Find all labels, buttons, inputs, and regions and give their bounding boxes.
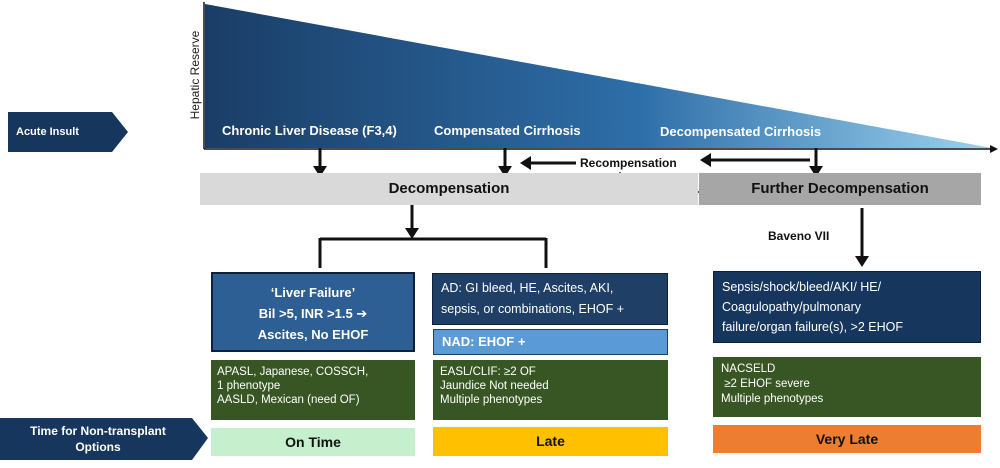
time-label: Time for Non-transplant Options	[4, 423, 192, 455]
timing-on-time: On Time	[211, 428, 415, 456]
criteria-box-1: APASL, Japanese, COSSCH, 1 phenotype AAS…	[211, 360, 415, 420]
sepsis-box-line-1: Sepsis/shock/bleed/AKI/ HE/	[722, 280, 882, 294]
hepatic-reserve-triangle	[205, 4, 992, 148]
time-label-chevron	[0, 418, 208, 460]
timing-very-late: Very Late	[713, 425, 981, 453]
criteria-1-line-2: 1 phenotype	[217, 380, 281, 392]
further-decompensation-bar: Further Decompensation	[699, 173, 981, 205]
time-label-line-2: Options	[75, 440, 121, 454]
liver-failure-title: ‘Liver Failure’	[270, 285, 356, 300]
criteria-3-line-2: ≥2 EHOF severe	[721, 378, 810, 390]
criteria-3-line-3: Multiple phenotypes	[721, 393, 824, 405]
criteria-box-3: NACSELD ≥2 EHOF severe Multiple phenotyp…	[713, 357, 981, 417]
timing-late: Late	[433, 427, 668, 456]
stage-chronic-liver-disease: Chronic Liver Disease (F3,4)	[222, 123, 397, 138]
ad-box: AD: GI bleed, HE, Ascites, AKI, sepsis, …	[432, 273, 668, 325]
time-label-line-1: Time for Non-transplant	[30, 424, 166, 438]
liver-failure-line-3: Ascites, No EHOF	[257, 327, 369, 342]
ad-box-line-1: AD: GI bleed, HE, Ascites, AKI,	[441, 281, 614, 295]
acute-insult-label: Acute Insult	[16, 126, 79, 138]
nad-box: NAD: EHOF +	[433, 329, 668, 355]
recompensation-label: Recompensation	[580, 156, 677, 170]
criteria-2-line-2: Jaundice Not needed	[440, 380, 549, 392]
ad-box-line-2: sepsis, or combinations, EHOF +	[441, 302, 625, 316]
criteria-2-line-1: EASL/CLIF: ≥2 OF	[440, 366, 536, 378]
criteria-box-2: EASL/CLIF: ≥2 OF Jaundice Not needed Mul…	[433, 360, 668, 420]
decompensation-bar: Decompensation	[200, 173, 698, 205]
hepatic-reserve-label: Hepatic Reserve	[188, 30, 202, 120]
criteria-1-line-1: APASL, Japanese, COSSCH,	[217, 366, 369, 378]
sepsis-box: Sepsis/shock/bleed/AKI/ HE/ Coagulopathy…	[713, 271, 981, 343]
liver-failure-line-2: Bil >5, INR >1.5 ➔	[258, 306, 368, 321]
decompensation-label: Decompensation	[388, 180, 510, 197]
criteria-2-line-3: Multiple phenotypes	[440, 394, 543, 406]
liver-failure-box: ‘Liver Failure’ Bil >5, INR >1.5 ➔ Ascit…	[211, 272, 415, 352]
stage-compensated-cirrhosis: Compensated Cirrhosis	[434, 123, 581, 138]
baveno-label: Baveno VII	[768, 229, 830, 243]
acute-insult-chevron	[8, 112, 128, 152]
further-decompensation-label: Further Decompensation	[751, 180, 929, 197]
criteria-3-line-1: NACSELD	[721, 363, 776, 375]
sepsis-box-line-2: Coagulopathy/pulmonary	[722, 300, 861, 314]
sepsis-box-line-3: failure/organ failure(s), >2 EHOF	[722, 320, 903, 334]
criteria-1-line-3: AASLD, Mexican (need OF)	[217, 394, 360, 406]
stage-decompensated-cirrhosis: Decompensated Cirrhosis	[660, 124, 822, 139]
